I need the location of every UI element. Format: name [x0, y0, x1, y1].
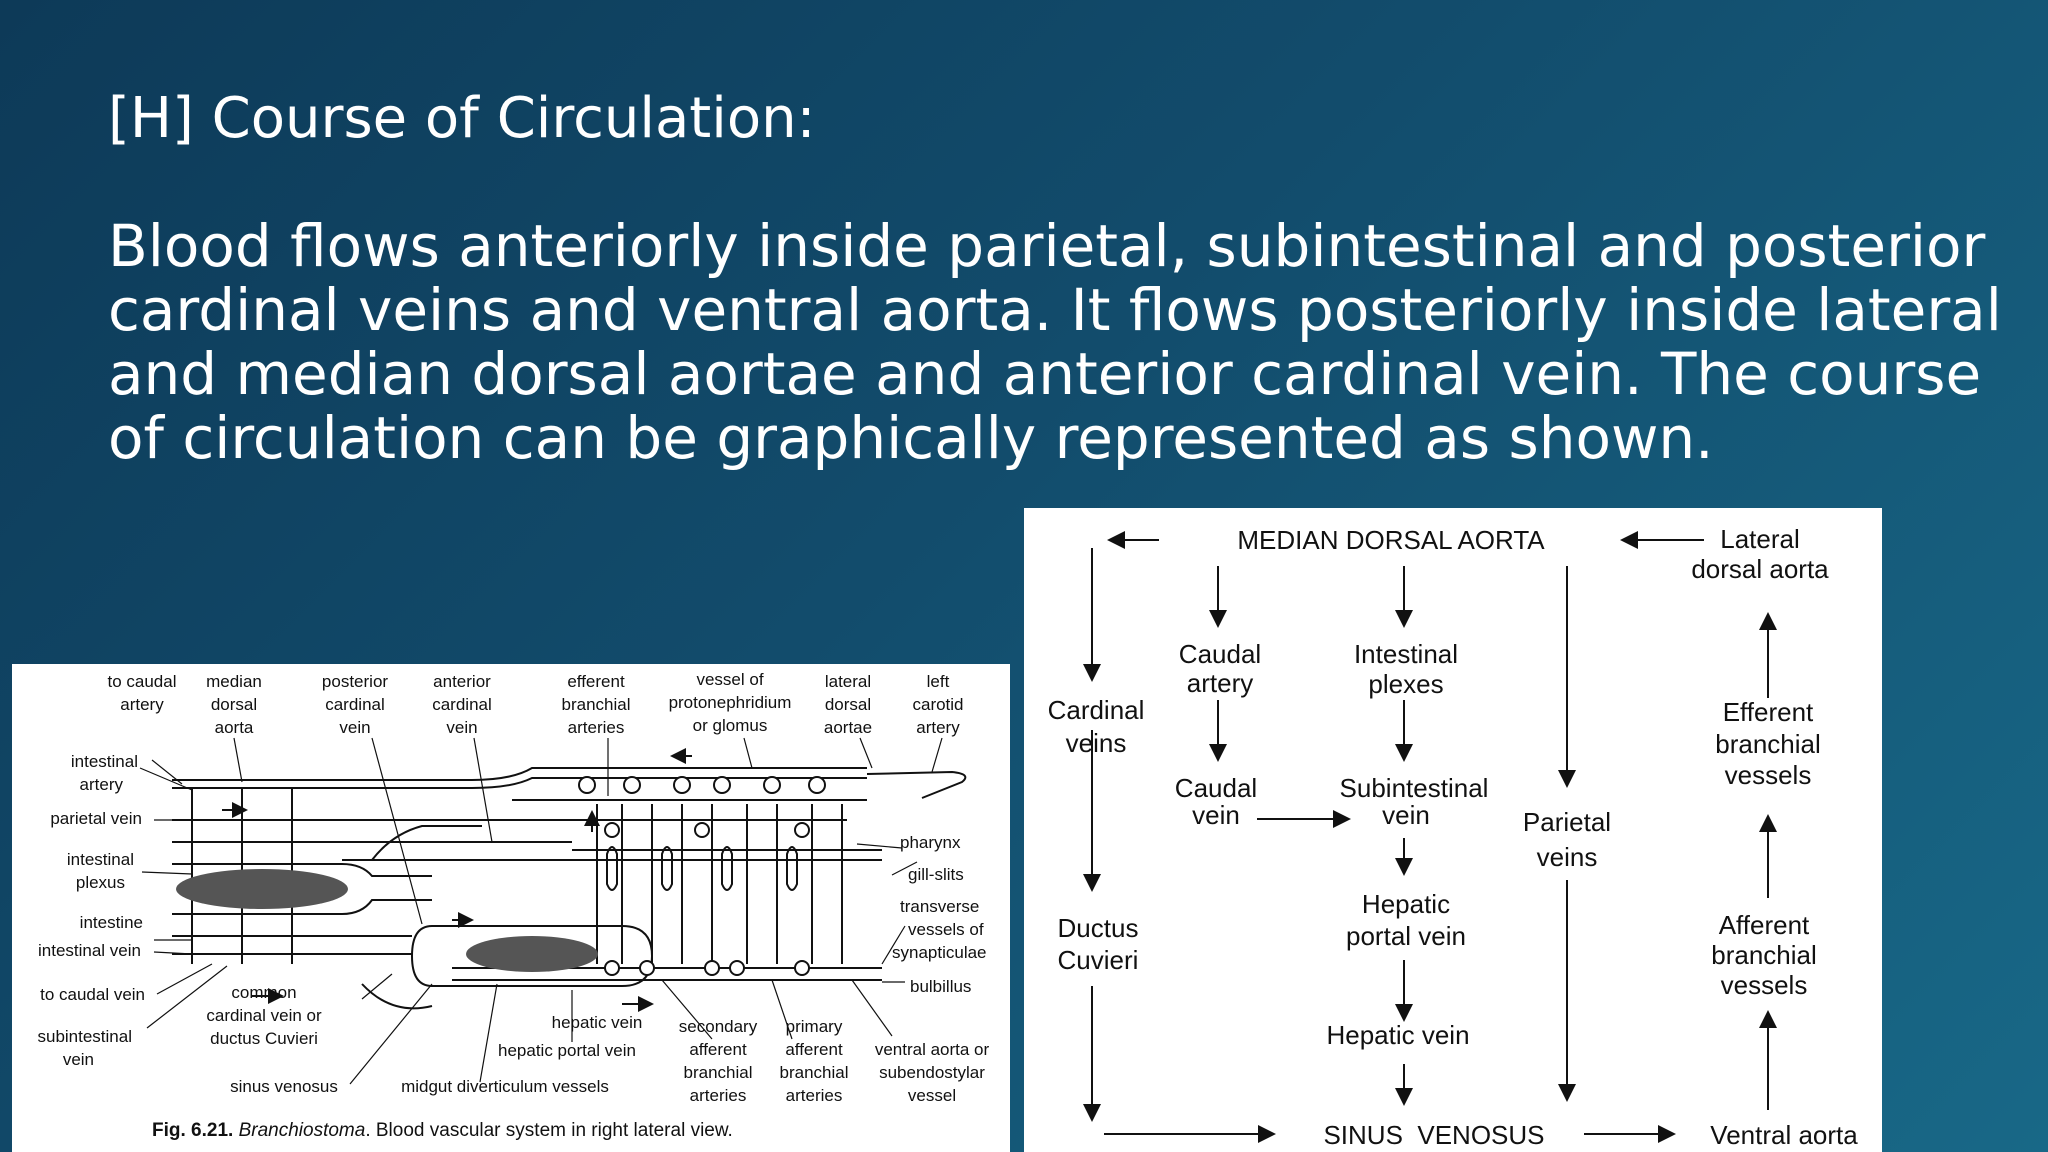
- label-intestinal-vein: intestinal vein: [38, 941, 141, 960]
- label-to-caudal-vein: to caudal vein: [40, 985, 145, 1004]
- plexus-texture: [176, 869, 598, 972]
- label-sinus-venosus: sinus venosus: [230, 1077, 338, 1096]
- diagram-drawing: [172, 767, 967, 1010]
- node-sinus-venosus: SINUS VENOSUS: [1323, 1120, 1544, 1150]
- node-median-dorsal-aorta: MEDIAN DORSAL AORTA: [1237, 525, 1545, 555]
- node-hepatic-vein: Hepatic vein: [1326, 1020, 1469, 1050]
- label-pharynx: pharynx: [900, 833, 961, 852]
- label-gill-slits: gill-slits: [908, 865, 964, 884]
- label-intestine: intestine: [80, 913, 143, 932]
- flowchart-arrows: [1083, 531, 1777, 1143]
- label-bulbillus: bulbillus: [910, 977, 971, 996]
- leader-lines: [139, 737, 943, 1085]
- figure-caption: Fig. 6.21. Branchiostoma. Blood vascular…: [152, 1120, 733, 1141]
- slide-paragraph: Blood flows anteriorly inside parietal, …: [108, 212, 2002, 472]
- flow-arrows: [222, 748, 692, 1012]
- label-hepatic-portal-vein: hepatic portal vein: [498, 1041, 636, 1060]
- label-midgut-diverticulum: midgut diverticulum vessels: [401, 1077, 609, 1096]
- label-hepatic-vein: hepatic vein: [552, 1013, 643, 1032]
- slide-heading: [H] Course of Circulation:: [108, 86, 816, 151]
- glomus-circles: [578, 776, 826, 976]
- label-parietal-vein: parietal vein: [50, 809, 142, 828]
- node-ventral-aorta: Ventral aorta: [1710, 1120, 1858, 1150]
